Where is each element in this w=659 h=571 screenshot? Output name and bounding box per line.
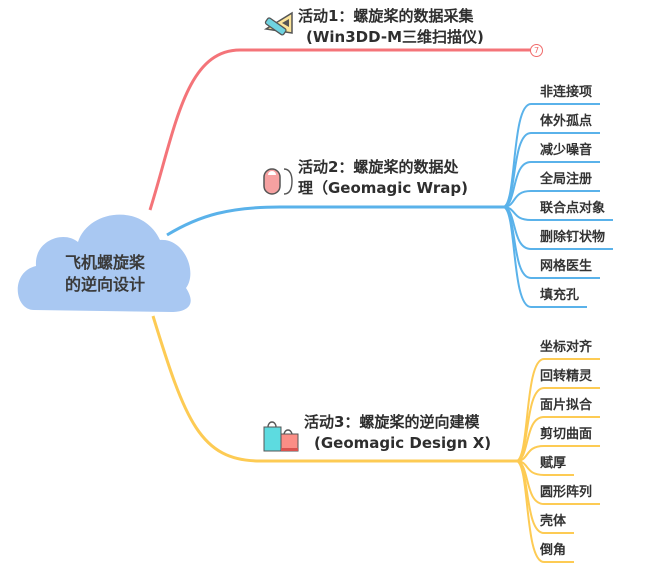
- leaf-topic[interactable]: 联合点对象: [540, 201, 606, 216]
- leaf-topic[interactable]: 坐标对齐: [540, 340, 593, 355]
- root-topic[interactable]: 飞机螺旋桨 的逆向设计: [40, 252, 170, 296]
- branch-1-subtitle: (Win3DD-M三维扫描仪): [306, 28, 484, 46]
- branch-3-title: 活动3：螺旋桨的逆向建模: [304, 413, 480, 431]
- branch-3-topic[interactable]: 活动3：螺旋桨的逆向建模 (Geomagic Design X): [304, 412, 491, 454]
- branch-2-subtitle: 理（Geomagic Wrap): [298, 179, 468, 197]
- leaf-topic[interactable]: 圆形阵列: [540, 485, 593, 500]
- ruler-pencil-icon: [263, 11, 293, 36]
- root-cloud-shape: [17, 214, 191, 312]
- root-topic-line2: 的逆向设计: [64, 275, 145, 294]
- branch-3-connector: [151, 315, 518, 463]
- leaf-topic[interactable]: 减少噪音: [540, 143, 593, 158]
- leaf-topic[interactable]: 壳体: [540, 514, 567, 529]
- branch-2-topic[interactable]: 活动2：螺旋桨的数据处 理（Geomagic Wrap): [298, 157, 468, 199]
- leaf-topic[interactable]: 网格医生: [540, 259, 593, 274]
- branch-1-connector: [148, 48, 535, 211]
- leaf-topic[interactable]: 赋厚: [540, 456, 567, 471]
- root-topic-line1: 飞机螺旋桨: [64, 253, 145, 272]
- leaf-topic[interactable]: 剪切曲面: [540, 427, 593, 442]
- leaf-topic[interactable]: 填充孔: [540, 288, 580, 303]
- leaf-topic[interactable]: 非连接项: [540, 85, 593, 100]
- leaf-topic[interactable]: 面片拟合: [540, 398, 593, 413]
- leaf-topic[interactable]: 回转精灵: [540, 369, 593, 384]
- collapsed-count-badge[interactable]: 7: [530, 44, 543, 57]
- leaf-topic[interactable]: 体外孤点: [540, 114, 593, 129]
- leaf-connector: [515, 460, 574, 563]
- branch-1-topic[interactable]: 活动1：螺旋桨的数据采集 (Win3DD-M三维扫描仪): [298, 6, 484, 48]
- leaf-topic[interactable]: 删除钉状物: [540, 230, 606, 245]
- mouse-icon: [263, 168, 293, 195]
- leaf-topic[interactable]: 倒角: [540, 543, 567, 558]
- branch-1-title: 活动1：螺旋桨的数据采集: [298, 7, 474, 25]
- leaf-topic[interactable]: 全局注册: [540, 172, 593, 187]
- leaf-connector: [502, 132, 600, 208]
- branch-3-subtitle: (Geomagic Design X): [314, 434, 492, 452]
- branch-2-title: 活动2：螺旋桨的数据处: [298, 158, 459, 176]
- leaf-connector: [515, 387, 600, 462]
- branch-2-connector: [166, 205, 505, 237]
- shopping-bags-icon: [263, 421, 299, 452]
- leaf-connector: [502, 206, 587, 308]
